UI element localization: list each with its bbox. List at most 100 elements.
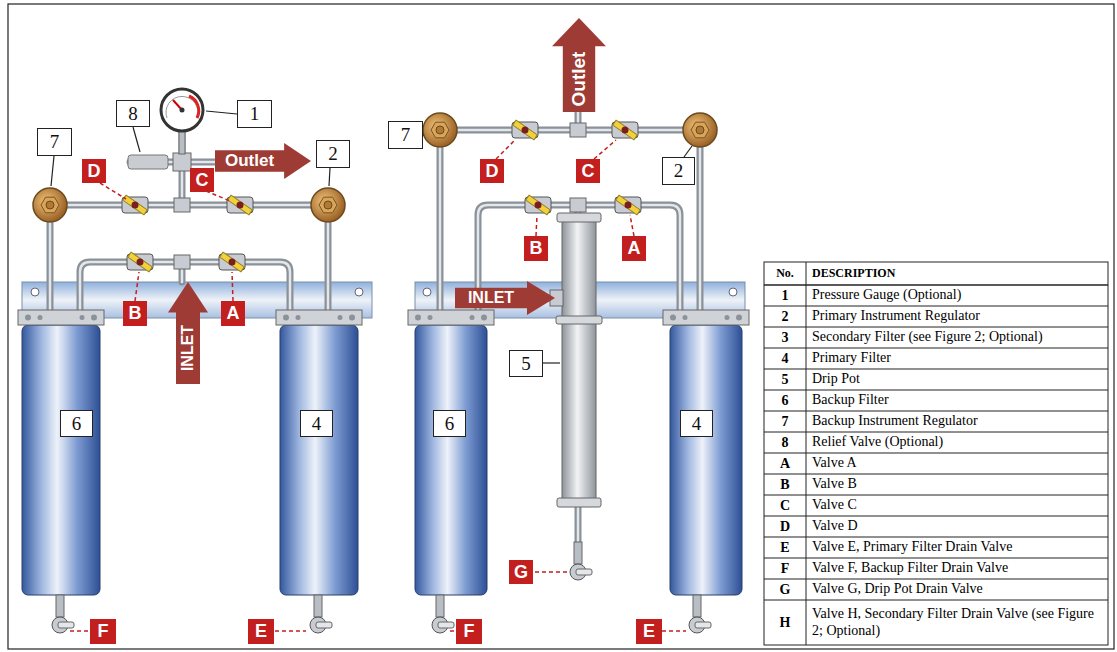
table-description: Relief Valve (Optional) [812,432,1104,453]
right-assembly-part [415,325,487,595]
table-grid-part [764,262,1108,645]
table-grid-part [764,453,1108,454]
table-number: D [764,516,806,537]
table-description: Valve E, Primary Filter Drain Valve [812,537,1104,558]
table-header: DESCRIPTION [812,262,1104,285]
right-assembly-part-part [594,140,616,159]
left-assembly-part [33,188,67,222]
table-grid-part [764,432,1108,433]
valve-letter: F [90,619,116,644]
right-assembly-part [432,595,454,633]
right-assembly-part-part [684,146,692,157]
right-assembly-part [557,213,601,222]
left-assembly-part [18,310,104,325]
table-number: 1 [764,285,806,306]
left-assembly-part [189,96,199,118]
right-assembly-part [408,310,494,325]
callout-number: 6 [60,410,93,437]
right-assembly-part-part [630,215,634,236]
table-description: Primary Filter [812,348,1104,369]
left-assembly-part-part [206,191,230,201]
table-grid-part [764,474,1108,475]
left-assembly-part [128,155,168,169]
right-assembly-part-part [535,571,568,573]
left-assembly-part-part [329,168,330,186]
table-number: 5 [764,369,806,390]
right-assembly-part [423,135,692,363]
table-grid-part [764,516,1108,517]
left-assembly-part-part [135,272,139,301]
table-number: 3 [764,327,806,348]
table-description: Pressure Gauge (Optional) [812,285,1104,306]
valve-letter: C [190,168,214,192]
table-number: F [764,558,806,579]
table-number: C [764,495,806,516]
right-assembly-part-part [662,630,686,632]
table-grid-part [764,369,1108,370]
right-assembly-part [556,316,602,324]
right-assembly-part [450,140,686,631]
left-assembly-part [174,255,190,269]
table-grid-part [764,327,1108,328]
right-assembly-part [512,120,538,140]
left-assembly-part [70,183,306,631]
right-assembly-part-part [423,134,424,135]
left-assembly-part [173,153,191,171]
arrow-label: Outlet [568,52,590,107]
left-assembly-part-part [70,630,88,632]
left-assembly-part [161,89,203,131]
left-assembly-part-part [206,111,237,114]
callout-number: 4 [300,410,333,437]
table-grid-part [764,411,1108,412]
right-assembly [408,112,749,633]
table-grid-part [764,390,1108,391]
left-assembly-part [310,595,332,633]
table-description: Valve B [812,474,1104,495]
valve-letter: A [221,301,245,326]
valve-letter: C [576,159,600,183]
table-description: Valve A [812,453,1104,474]
callout-number: 2 [662,157,695,185]
table-grid-part [764,495,1108,496]
table-grid-part [764,579,1108,580]
left-assembly-part-part [100,183,126,199]
table-number: G [764,579,806,600]
left-assembly-part [22,325,100,595]
table-number: B [764,474,806,495]
left-assembly-part [127,252,153,272]
right-assembly-part [423,288,431,296]
arrow-shape [168,282,208,384]
arrow-shape [215,143,311,179]
left-assembly-part [31,288,39,296]
left-assembly-part [276,310,362,325]
valve-letter: D [480,159,504,183]
arrow-shape [455,281,555,315]
left-assembly-part-part [275,630,306,632]
table-grid-part [764,284,1108,286]
table-grid-part [764,537,1108,538]
valve-letter: A [622,236,646,261]
flow-arrow: INLET [455,281,555,315]
frame [8,4,1114,649]
table-number: 8 [764,432,806,453]
callout-number: 5 [509,350,543,377]
left-assembly-part [280,325,358,595]
table-header: No. [764,262,806,285]
table-description: Valve G, Drip Pot Drain Valve [812,579,1104,600]
left-assembly-part [174,198,190,212]
table-grid [764,262,1108,645]
arrow-shape [552,18,606,112]
table-description: Valve C [812,495,1104,516]
left-assembly-part [180,108,185,113]
table-grid-part [764,348,1108,349]
right-assembly-part [729,288,737,296]
left-assembly-part [355,288,363,296]
left-assembly-part [227,195,253,215]
callout-number: 8 [116,100,150,127]
table-description: Valve D [812,516,1104,537]
table-number: 4 [764,348,806,369]
left-assembly [18,89,372,633]
right-assembly-part-part [543,362,560,363]
valve-letter: E [636,619,662,644]
